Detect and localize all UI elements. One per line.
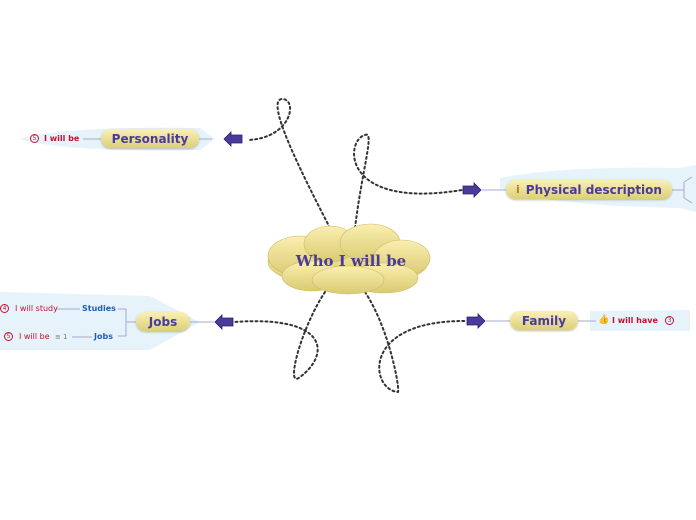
- central-node-cloud[interactable]: [267, 223, 431, 295]
- jobs-subtopic[interactable]: Jobs: [94, 332, 113, 341]
- personality-child-count-badge[interactable]: 5: [30, 134, 39, 143]
- central-topic-title[interactable]: Who I will be: [295, 252, 407, 270]
- arrow-jobs: [214, 314, 234, 330]
- list-icon: ≡: [55, 333, 61, 341]
- branch-lines: [56, 138, 693, 338]
- jobs-title: Jobs: [148, 314, 178, 329]
- physical-description-title: Physical description: [525, 182, 662, 197]
- family-child-count-badge[interactable]: 3: [665, 316, 674, 325]
- thumbs-up-icon: 👍: [598, 315, 610, 325]
- jobs-node[interactable]: Jobs: [136, 312, 190, 331]
- arrow-family: [466, 313, 486, 329]
- jobs-sub-child-count-badge[interactable]: 5: [4, 332, 13, 341]
- info-icon: ⅰ: [516, 183, 520, 196]
- studies-subtopic[interactable]: Studies: [82, 304, 116, 313]
- family-child-label[interactable]: I will have: [612, 316, 658, 325]
- dotted-connectors: [233, 97, 467, 394]
- connector-arrows: [214, 131, 486, 330]
- arrow-physical: [462, 182, 482, 198]
- personality-child-label[interactable]: I will be: [44, 134, 80, 143]
- physical-description-node[interactable]: ⅰ Physical description: [506, 180, 672, 199]
- family-node[interactable]: Family: [510, 311, 578, 330]
- family-title: Family: [521, 313, 567, 328]
- personality-node[interactable]: Personality: [101, 129, 199, 148]
- jobs-sub-note-count: 1: [63, 333, 68, 341]
- branch-halos: [0, 127, 696, 350]
- arrow-personality: [223, 131, 243, 147]
- studies-child-label[interactable]: I will study: [15, 304, 58, 313]
- jobs-sub-child-label[interactable]: I will be: [19, 332, 50, 341]
- studies-child-count-badge[interactable]: 4: [0, 304, 9, 313]
- personality-title: Personality: [111, 131, 189, 146]
